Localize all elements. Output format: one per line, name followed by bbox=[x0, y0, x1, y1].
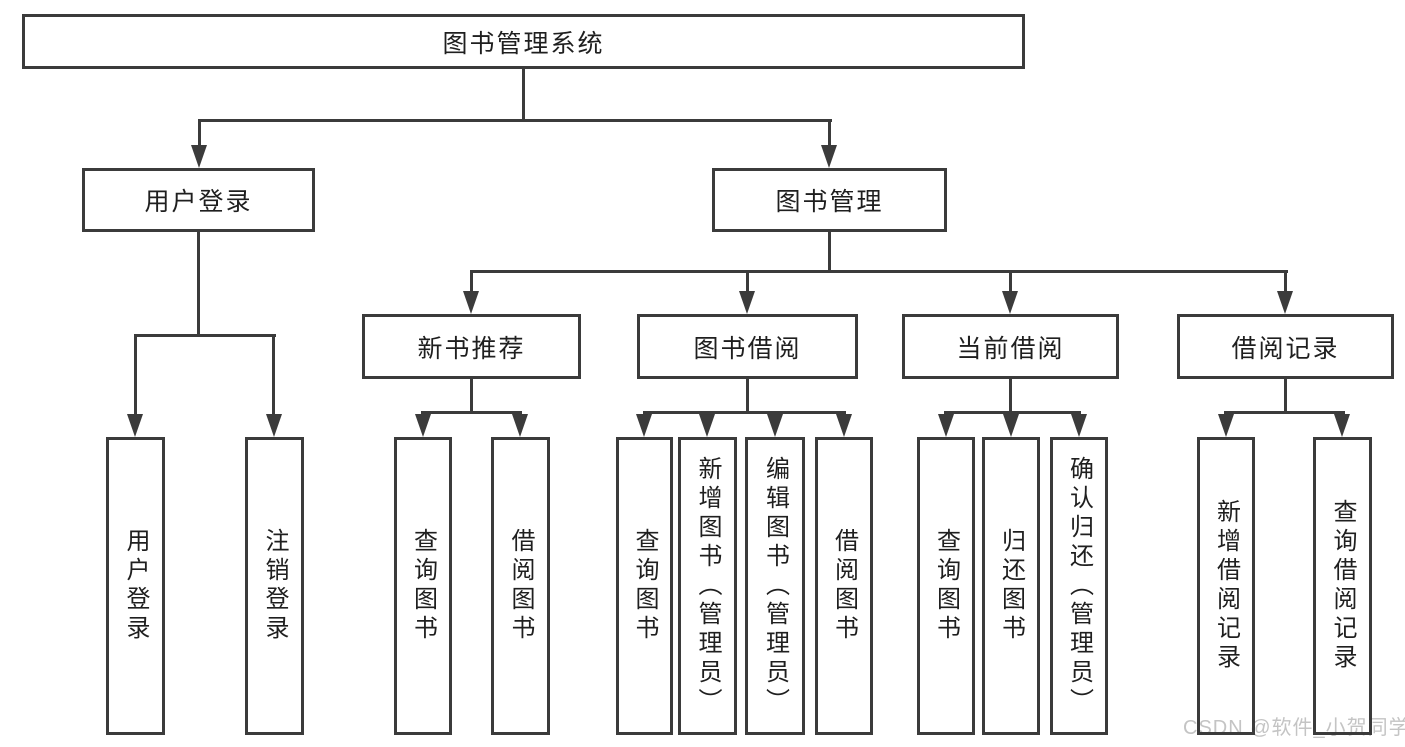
connector-line bbox=[1284, 270, 1287, 296]
node-logout-action: 注销登录 bbox=[245, 437, 304, 735]
connector-line bbox=[198, 119, 832, 122]
connector-line bbox=[1009, 379, 1012, 414]
node-borrowing-records: 借阅记录 bbox=[1177, 314, 1394, 379]
arrow-down-icon bbox=[1071, 414, 1087, 437]
connector-line bbox=[522, 69, 525, 122]
arrow-down-icon bbox=[699, 414, 715, 437]
node-add-borrow-record: 新增借阅记录 bbox=[1197, 437, 1255, 735]
connector-line bbox=[828, 119, 831, 150]
arrow-down-icon bbox=[836, 414, 852, 437]
connector-line bbox=[134, 334, 137, 418]
connector-line bbox=[470, 270, 1288, 273]
node-user-login: 用户登录 bbox=[82, 168, 315, 232]
connector-line bbox=[197, 232, 200, 337]
node-borrow-books: 借阅图书 bbox=[815, 437, 873, 735]
connector-line bbox=[1284, 379, 1287, 414]
arrow-down-icon bbox=[1334, 414, 1350, 437]
node-query-books: 查询图书 bbox=[616, 437, 673, 735]
arrow-down-icon bbox=[415, 414, 431, 437]
node-query-borrow-record: 查询借阅记录 bbox=[1313, 437, 1372, 735]
connector-line bbox=[746, 379, 749, 414]
connector-line bbox=[470, 270, 473, 296]
arrow-down-icon bbox=[1277, 291, 1293, 314]
node-current-borrowing: 当前借阅 bbox=[902, 314, 1119, 379]
connector-line bbox=[470, 379, 473, 414]
connector-line bbox=[1224, 411, 1345, 414]
arrow-down-icon bbox=[1003, 414, 1019, 437]
node-return-book: 归还图书 bbox=[982, 437, 1040, 735]
node-new-book-recommendation: 新书推荐 bbox=[362, 314, 581, 379]
arrow-down-icon bbox=[191, 145, 207, 168]
connector-line bbox=[198, 119, 201, 150]
node-book-management: 图书管理 bbox=[712, 168, 947, 232]
connector-line bbox=[828, 232, 831, 273]
arrow-down-icon bbox=[266, 414, 282, 437]
connector-line bbox=[421, 411, 522, 414]
connector-line bbox=[643, 411, 846, 414]
node-add-book-admin: 新增图书（管理员） bbox=[678, 437, 737, 735]
arrow-down-icon bbox=[767, 414, 783, 437]
node-confirm-return-admin: 确认归还（管理员） bbox=[1050, 437, 1108, 735]
node-book-borrowing: 图书借阅 bbox=[637, 314, 858, 379]
node-edit-book-admin: 编辑图书（管理员） bbox=[745, 437, 805, 735]
arrow-down-icon bbox=[938, 414, 954, 437]
node-query-books: 查询图书 bbox=[394, 437, 452, 735]
node-library-system: 图书管理系统 bbox=[22, 14, 1025, 69]
arrow-down-icon bbox=[821, 145, 837, 168]
node-query-books: 查询图书 bbox=[917, 437, 975, 735]
arrow-down-icon bbox=[463, 291, 479, 314]
arrow-down-icon bbox=[739, 291, 755, 314]
arrow-down-icon bbox=[127, 414, 143, 437]
arrow-down-icon bbox=[512, 414, 528, 437]
connector-line bbox=[134, 334, 276, 337]
connector-line bbox=[272, 334, 275, 418]
node-borrow-books: 借阅图书 bbox=[491, 437, 550, 735]
arrow-down-icon bbox=[636, 414, 652, 437]
node-user-login-action: 用户登录 bbox=[106, 437, 165, 735]
arrow-down-icon bbox=[1002, 291, 1018, 314]
connector-line bbox=[1009, 270, 1012, 296]
connector-line bbox=[746, 270, 749, 296]
connector-line bbox=[944, 411, 1081, 414]
arrow-down-icon bbox=[1218, 414, 1234, 437]
